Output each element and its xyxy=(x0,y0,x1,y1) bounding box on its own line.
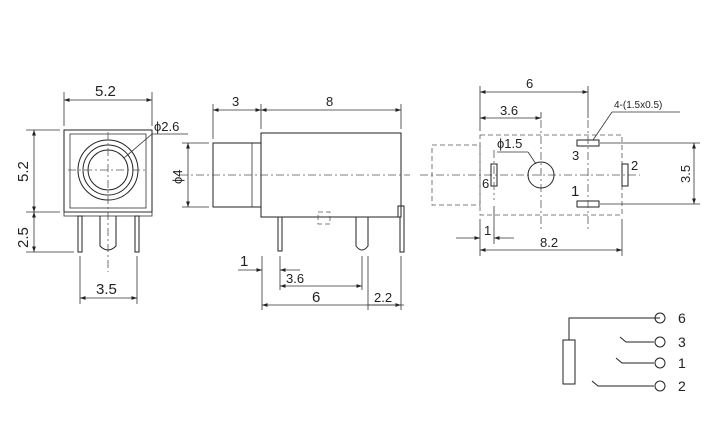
side-pin-offset-dim: 1 xyxy=(240,253,248,270)
front-width-dim: 5.2 xyxy=(95,83,116,100)
top-height-dim: 3.5 xyxy=(678,165,693,183)
pad-label-6: 6 xyxy=(482,176,489,191)
pad-label-2: 2 xyxy=(631,158,638,173)
front-view: 5.2 5.2 2.5 3.5 ϕ2.6 xyxy=(15,83,188,304)
top-pad-spec-dim: 4-(1.5x0.5) xyxy=(614,100,662,111)
top-view: 3 1 6 2 6 3.6 4-(1.5x0.5) ϕ1.5 3.5 8.2 xyxy=(420,76,700,256)
side-nose-diameter-dim: ϕ4 xyxy=(170,169,185,184)
schematic-pin-1: 1 xyxy=(678,355,686,371)
terminal-6-icon xyxy=(654,312,666,324)
terminal-1-icon xyxy=(654,357,666,369)
terminal-2-icon xyxy=(654,380,666,392)
pad-label-1: 1 xyxy=(571,183,579,200)
front-hole-diameter-dim: ϕ2.6 xyxy=(154,119,179,134)
side-view: 3 8 ϕ4 1 3.6 6 2.2 xyxy=(170,94,410,310)
pad-label-3: 3 xyxy=(572,148,579,163)
schematic-pin-6: 6 xyxy=(678,310,686,326)
front-pin-spacing-dim: 3.5 xyxy=(96,281,117,298)
side-rear-offset-dim: 2.2 xyxy=(374,290,392,305)
schematic-pin-3: 3 xyxy=(678,334,686,350)
top-center-offset-dim: 3.6 xyxy=(500,103,518,118)
top-overall-dim: 6 xyxy=(526,76,533,91)
side-body-length-dim: 8 xyxy=(326,94,333,109)
side-nose-length-dim: 3 xyxy=(232,94,239,109)
side-pin-span-dim: 6 xyxy=(312,289,320,306)
front-height-dim: 5.2 xyxy=(15,161,32,182)
top-width-dim: 8.2 xyxy=(540,235,558,250)
pin-schematic: 6 3 1 2 xyxy=(562,310,686,394)
top-center-hole-dim: ϕ1.5 xyxy=(497,136,522,151)
front-pin-length-dim: 2.5 xyxy=(15,227,32,248)
terminal-3-icon xyxy=(654,336,666,348)
top-edge-offset-dim: 1 xyxy=(484,223,491,238)
side-pin-pitch-dim: 3.6 xyxy=(286,271,304,286)
schematic-pin-2: 2 xyxy=(678,378,686,394)
